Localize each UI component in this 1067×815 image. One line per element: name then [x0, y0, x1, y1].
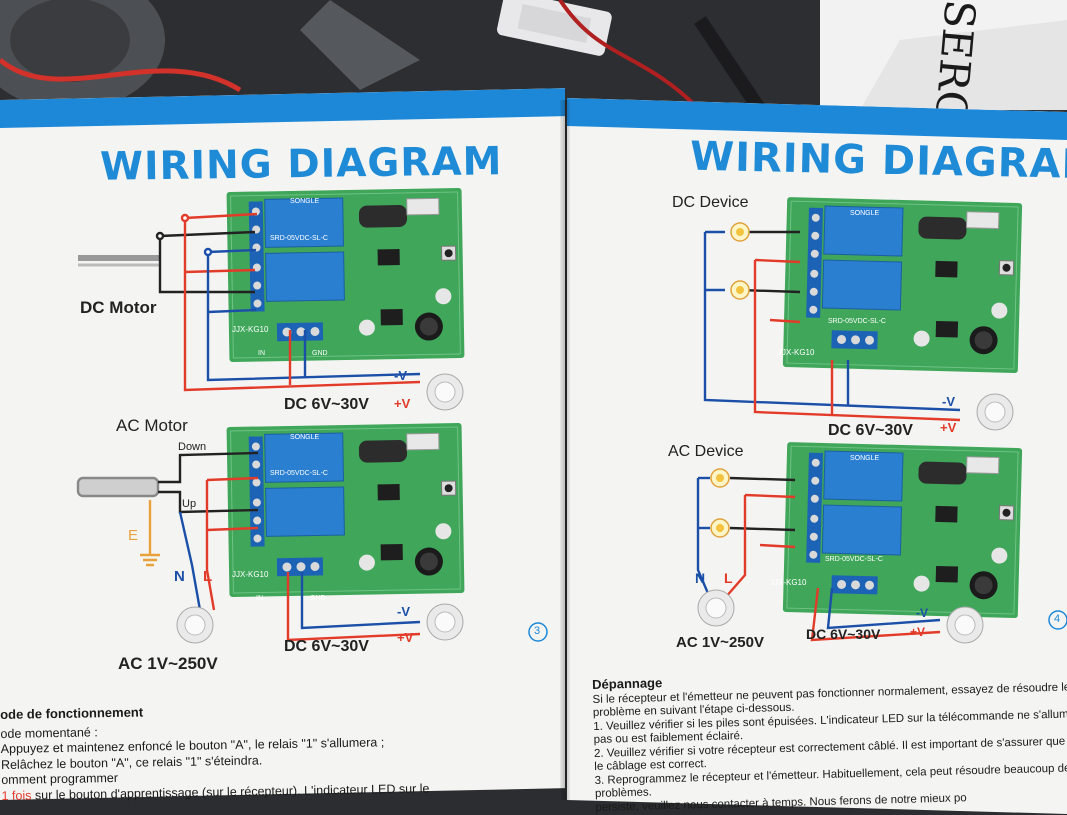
- page-number: 3: [534, 625, 541, 637]
- terminal-in: IN: [256, 595, 263, 602]
- relay-model: SRD-05VDC-SL-C: [270, 470, 328, 477]
- dc-power-plug-bottom-right: [946, 606, 984, 644]
- bulb-icon: [730, 280, 750, 300]
- bulb-icon: [730, 222, 750, 242]
- pos-v-label: +V: [397, 630, 414, 645]
- pos-v-label: +V: [910, 625, 926, 639]
- neg-v-label: -V: [397, 604, 410, 619]
- relay-model: SRD-05VDC-SL-C: [270, 235, 328, 242]
- ac-range-label: AC 1V~250V: [118, 654, 218, 673]
- live-label: L: [203, 568, 213, 585]
- ac-device-wiring: [696, 476, 941, 642]
- page-number: 4: [1054, 613, 1061, 625]
- instruction-highlight: 1 fois: [1, 787, 32, 803]
- dc-power-plug-top-left: [426, 373, 464, 411]
- page-number-circle-right: [1048, 610, 1067, 630]
- pos-v-label: +V: [394, 396, 411, 411]
- bulb-icon: [710, 468, 730, 488]
- neg-v-label: -V: [916, 606, 928, 620]
- neutral-label: N: [174, 568, 185, 585]
- desk-background: [0, 0, 1067, 130]
- page-number-circle-left: [528, 622, 548, 642]
- dc-range-label: DC 6V~30V: [284, 396, 369, 413]
- relay-model: SRD-05VDC-SL-C: [828, 318, 886, 325]
- troubleshooting-section: Dépannage Si le récepteur et l'émetteur …: [592, 665, 1067, 815]
- live-label: L: [724, 570, 733, 586]
- neg-v-label: -V: [394, 368, 407, 383]
- dc-power-plug-top-right: [976, 393, 1014, 431]
- dc-motor-wiring: [78, 212, 421, 392]
- operation-instructions: ode de fonctionnement ode momentané : Ap…: [0, 700, 430, 804]
- up-label: Up: [182, 498, 197, 510]
- page-fold: [560, 100, 570, 800]
- relay-brand: SONGLE: [290, 198, 320, 205]
- terminal-in: IN: [258, 350, 265, 357]
- relay-board-dc-device: [782, 196, 1023, 374]
- ac-range-label: AC 1V~250V: [676, 634, 764, 651]
- board-model: JJX-KG10: [232, 325, 269, 334]
- earth-label: E: [128, 527, 139, 544]
- dc-range-label: DC 6V~30V: [284, 638, 369, 655]
- ac-power-plug-right: [697, 589, 735, 627]
- ac-motor-wiring: [76, 451, 421, 642]
- board-model: JJX-KG10: [770, 578, 807, 587]
- terminal-gnd: GND: [312, 350, 328, 357]
- dc-range-label: DC 6V~30V: [828, 422, 913, 439]
- relay-board-dc-motor: [226, 187, 465, 363]
- dc-device-label: DC Device: [672, 194, 749, 211]
- bulb-icon: [710, 518, 730, 538]
- down-label: Down: [178, 441, 207, 453]
- relay-brand: SONGLE: [850, 210, 880, 217]
- ac-power-plug-left: [176, 606, 214, 644]
- relay-brand: SONGLE: [850, 455, 880, 462]
- relay-model: SRD-05VDC-SL-C: [825, 556, 883, 563]
- ac-motor-label: AC Motor: [116, 416, 188, 435]
- dc-range-label: DC 6V~30V: [806, 626, 881, 642]
- dc-power-plug-bottom-left: [426, 603, 464, 641]
- neutral-label: N: [695, 570, 706, 586]
- board-model: JJX-KG10: [232, 570, 269, 579]
- board-model: JJX-KG10: [778, 348, 815, 357]
- relay-brand: SONGLE: [290, 434, 320, 441]
- ac-device-label: AC Device: [668, 443, 744, 460]
- pos-v-label: +V: [940, 420, 957, 435]
- dc-motor-label: DC Motor: [80, 298, 157, 317]
- neg-v-label: -V: [942, 394, 955, 409]
- dc-device-wiring: [703, 230, 961, 422]
- terminal-gnd: GND: [310, 595, 326, 602]
